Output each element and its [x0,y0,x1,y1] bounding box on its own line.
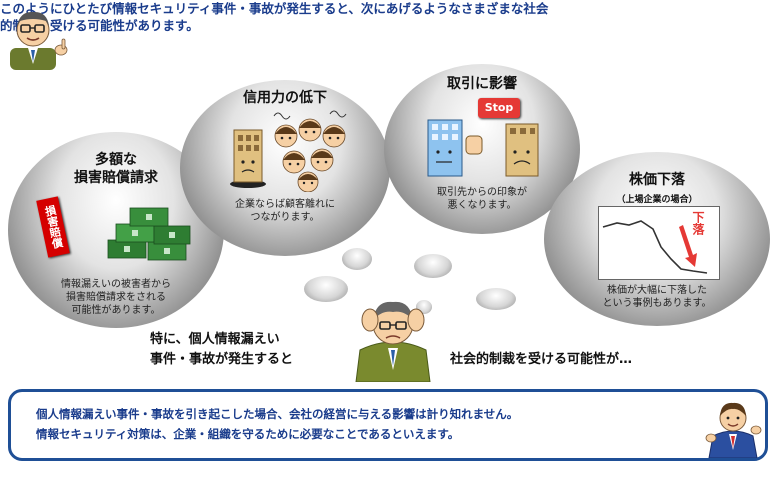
stock-desc-line-1: 株価が大幅に下落した [607,285,707,296]
building-icon [230,129,266,188]
damages-desc-line-3: 可能性があります。 [71,305,161,316]
thought-puff-3 [304,276,348,302]
thought-puff-2 [414,254,452,278]
center-text: 特に、個人情報漏えい 事件・事故が発生すると [150,330,293,370]
bubble-business: 取引に影響 Stop 取引先からの印象が 悪くなります。 [384,64,580,234]
bubble-stock: 株価下落 （上場企業の場合） 下落 株価が大幅に下落した という事例もあります。 [544,152,770,326]
worried-man-icon [355,301,431,382]
stop-sign-label: Stop [484,101,514,114]
stock-chart-label: 下落 [691,211,705,235]
trust-desc-line-2: つながります。 [250,212,320,223]
damages-stamp-text: 損害賠償 [42,204,65,250]
worried-people-icon [273,110,347,192]
intro-text: このようにひとたび情報セキュリティ事件・事故が発生すると、次にあげるようなさまざ… [0,0,670,34]
businessman-icon [705,402,762,458]
damages-stamp: 損害賠償 [36,196,70,258]
thought-puff-4 [476,288,516,310]
center-line-1: 特に、個人情報漏えい [150,332,280,347]
intro-line-1: このようにひとたび情報セキュリティ事件・事故が発生すると、次にあげるようなさまざ… [0,1,549,16]
trust-description: 企業ならば顧客離れに つながります。 [180,198,390,224]
summary-line-1: 個人情報漏えい事件・事故を引き起こした場合、会社の経営に与える影響は計り知れませ… [36,407,519,421]
business-desc-line-1: 取引先からの印象が [437,187,527,198]
stock-subtitle: （上場企業の場合） [616,195,698,205]
business-title: 取引に影響 [447,76,517,92]
stock-chart-icon: 下落 [598,206,720,280]
center-right-text: 社会的制裁を受ける可能性が… [450,352,633,367]
money-icon [107,207,191,261]
damages-description: 情報漏えいの被害者から 損害賠償請求をされる 可能性があります。 [8,278,224,317]
summary-panel: 個人情報漏えい事件・事故を引き起こした場合、会社の経営に与える影響は計り知れませ… [8,389,768,461]
thought-puff-1 [342,248,372,270]
damages-desc-line-1: 情報漏えいの被害者から [61,279,171,290]
stock-title: 株価下落 [629,172,685,188]
bubble-damages: 多額な 損害賠償請求 損害賠償 情報漏えいの被害者から 損害賠償請求をされる 可… [8,132,224,328]
damages-desc-line-2: 損害賠償請求をされる [66,292,166,303]
business-description: 取引先からの印象が 悪くなります。 [384,186,580,212]
damages-title-line-2: 損害賠償請求 [74,170,158,186]
bubble-trust: 信用力の低下 企業ならば顧客離れに つながります。 [180,80,390,256]
summary-line-2: 情報セキュリティ対策は、企業・組織を守るために必要なことであるといえます。 [36,427,460,441]
teacher-icon [10,11,68,70]
business-desc-line-2: 悪くなります。 [447,200,517,211]
stock-chart-line [602,220,708,274]
damages-title-line-1: 多額な [95,152,137,168]
trust-title: 信用力の低下 [243,90,327,106]
trust-desc-line-1: 企業ならば顧客離れに [235,199,335,210]
intro-line-2: 的制裁を受ける可能性があります。 [0,18,199,33]
stock-desc-line-2: という事例もあります。 [602,298,712,309]
business-buildings-icon [427,119,539,177]
stop-sign-icon: Stop [478,98,520,118]
stock-description: 株価が大幅に下落した という事例もあります。 [544,284,770,310]
center-line-2: 事件・事故が発生すると [150,352,294,367]
